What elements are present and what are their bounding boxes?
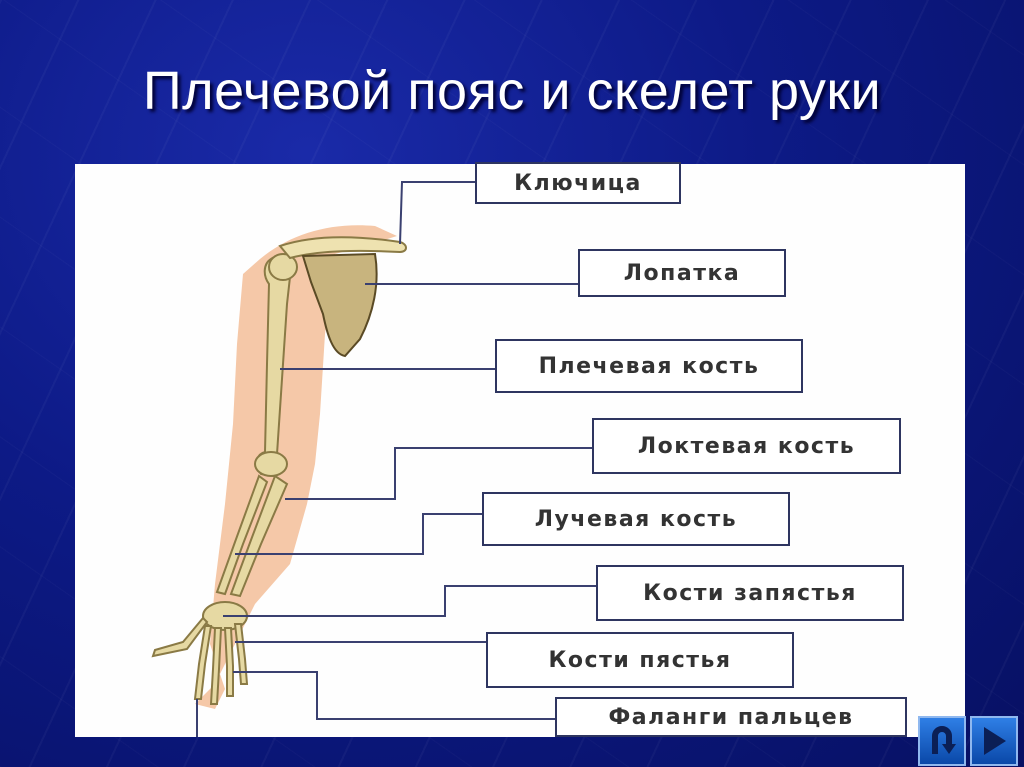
leader-lines (196, 181, 596, 737)
leader-ulna (285, 447, 592, 500)
slide-title: Плечевой пояс и скелет руки (142, 61, 882, 121)
scapula-bone (301, 252, 378, 358)
label-scapula: Лопатка (578, 249, 786, 297)
arm-illustration (151, 181, 596, 737)
leader-radius (235, 513, 482, 555)
humerus-head (268, 253, 298, 281)
label-metacarpals: Кости пястья (486, 632, 794, 688)
radius-bone (215, 474, 269, 596)
u-turn-return-icon (932, 726, 956, 754)
label-clavicle: Ключица (475, 162, 681, 204)
next-button[interactable] (970, 716, 1018, 766)
finger-3 (209, 627, 223, 705)
label-ulna: Локтевая кость (592, 418, 901, 474)
finger-2 (193, 625, 213, 700)
play-next-icon (984, 727, 1006, 755)
hand-bones (151, 616, 249, 705)
return-button[interactable] (918, 716, 966, 766)
label-humerus: Плечевая кость (495, 339, 803, 393)
leader-clavicle (399, 181, 475, 245)
leader-carpals (223, 585, 596, 617)
clavicle-bone (278, 236, 407, 260)
arm-skeleton-diagram: Ключица Лопатка Плечевая кость Локтевая … (75, 162, 965, 737)
finger-4 (223, 627, 234, 697)
label-carpals: Кости запястья (596, 565, 904, 621)
label-radius: Лучевая кость (482, 492, 790, 546)
label-phalanges: Фаланги пальцев (555, 697, 907, 737)
leader-phalanges (233, 671, 555, 720)
finger-5 (233, 623, 249, 685)
arm-skin-silhouette (195, 225, 397, 710)
ulna-bone (229, 474, 289, 598)
elbow-joint (254, 451, 288, 477)
finger-1 (151, 616, 209, 658)
